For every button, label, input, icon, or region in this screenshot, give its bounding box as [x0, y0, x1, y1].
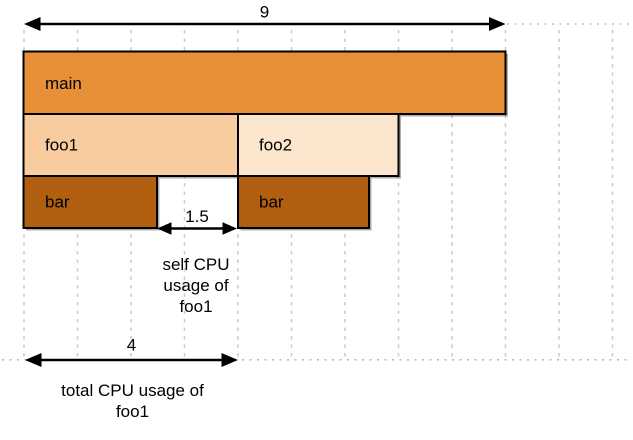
measure-total-foo1: 4 total CPU usage of foo1: [25, 336, 238, 421]
measure-total-width: 9: [24, 3, 506, 31]
frame-bar-left: [22, 175, 158, 229]
self-caption-line3: foo1: [179, 297, 212, 316]
frame-foo2: [237, 113, 400, 177]
measure-total-width-value: 9: [260, 3, 269, 22]
arrowhead-left-icon: [25, 353, 42, 367]
frame-label-bar-right: bar: [259, 193, 284, 212]
arrowhead-right-icon: [221, 353, 238, 367]
frame-label-bar-left: bar: [45, 193, 70, 212]
frames: main foo1 foo2 bar bar: [22, 50, 507, 229]
total-caption-line2: foo1: [116, 402, 149, 421]
measure-total-foo1-value: 4: [127, 336, 136, 355]
frame-label-main: main: [45, 74, 82, 93]
unit-grid: [2, 23, 632, 361]
measure-self-foo1: 1.5 self CPU usage of foo1: [157, 207, 237, 316]
arrowhead-right-icon: [222, 222, 237, 235]
self-caption-line1: self CPU: [162, 255, 229, 274]
frame-foo1: [22, 113, 239, 177]
total-caption-line1: total CPU usage of: [61, 381, 204, 400]
arrowhead-right-icon: [489, 17, 506, 31]
frame-main: [22, 50, 507, 115]
frame-label-foo2: foo2: [259, 136, 292, 155]
frame-label-foo1: foo1: [45, 136, 78, 155]
self-caption-line2: usage of: [163, 276, 228, 295]
arrowhead-left-icon: [24, 17, 41, 31]
measure-self-foo1-value: 1.5: [185, 207, 209, 226]
arrowhead-left-icon: [157, 222, 172, 235]
frame-bar-right: [237, 175, 370, 229]
